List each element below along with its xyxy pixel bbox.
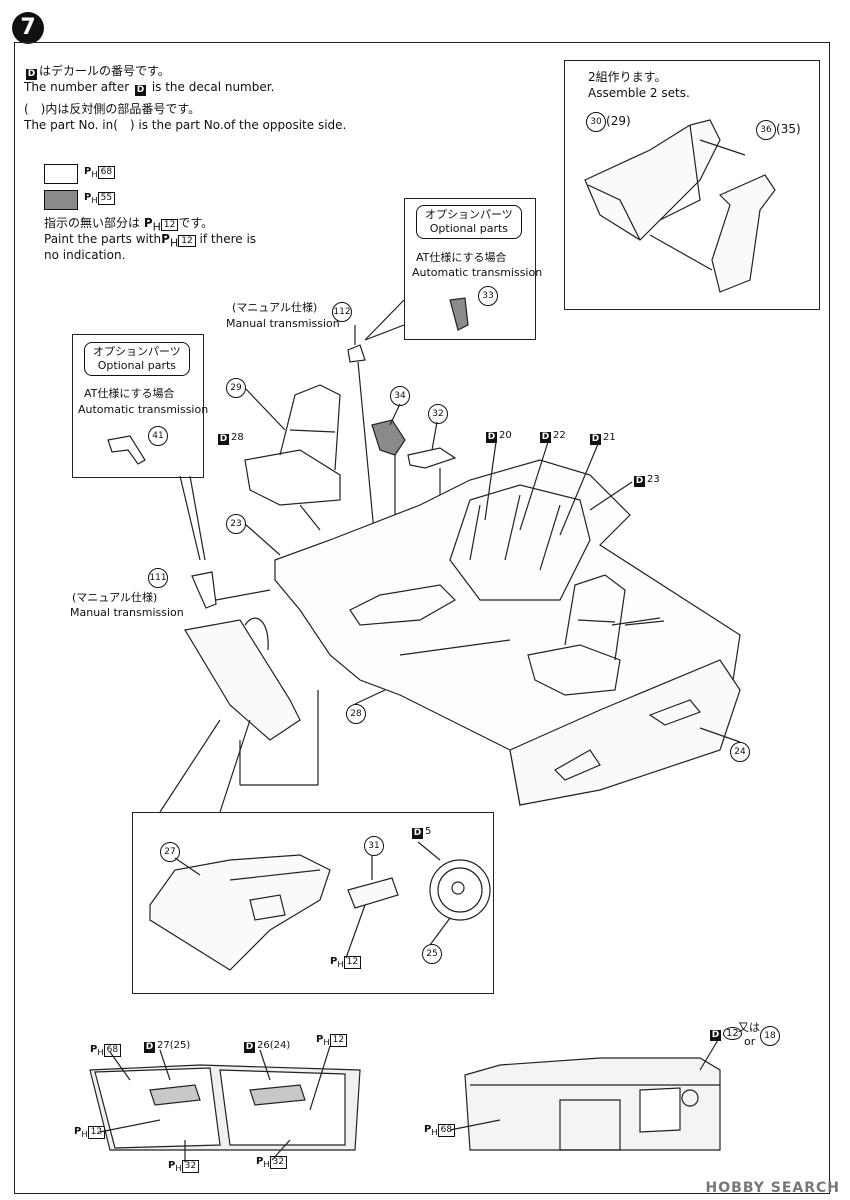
manual-top-en: Manual transmission <box>226 317 340 330</box>
dashboard-inset-box <box>132 812 494 994</box>
part-32-label: 32 <box>428 404 448 424</box>
gray-swatch <box>44 190 78 210</box>
part-111-label: 111 <box>148 568 168 588</box>
manual-left-en: Manual transmission <box>70 606 184 619</box>
indication-en-line2: no indication. <box>44 248 126 262</box>
manual-top-jp: (マニュアル仕様) <box>232 301 318 314</box>
part-27-label: 27 <box>160 842 180 862</box>
part-41-label: 41 <box>148 426 168 446</box>
option-top-at-en: Automatic transmission <box>412 266 543 279</box>
option-top-at-jp: AT仕様にする場合 <box>416 251 507 264</box>
decal-note-en: The number after D is the decal number. <box>24 80 275 96</box>
step-number: 7 <box>12 12 44 44</box>
part-36-label: 36 <box>756 120 776 140</box>
or-en-label: or <box>744 1035 756 1048</box>
part-29-opp-label: (29) <box>606 114 631 128</box>
part-33-label: 33 <box>478 286 498 306</box>
part-30-main-label: 30 <box>654 612 674 632</box>
part-35-opp-label: (35) <box>776 122 801 136</box>
part-112-label: 112 <box>332 302 352 322</box>
white-swatch <box>44 164 78 184</box>
or-jp-label: 又は <box>738 1021 760 1034</box>
instruction-frame <box>14 42 830 1194</box>
part-25-label: 25 <box>422 944 442 964</box>
sets-en: Assemble 2 sets. <box>588 86 690 100</box>
part-23-label: 23 <box>226 514 246 534</box>
part-31-label: 31 <box>364 836 384 856</box>
part-24-label: 24 <box>730 742 750 762</box>
manual-left-jp: (マニュアル仕様) <box>72 591 158 604</box>
opposite-note-jp: ( )内は反対側の部品番号です。 <box>24 102 201 116</box>
sets-jp: 2組作ります。 <box>588 70 667 84</box>
option-left-at-jp: AT仕様にする場合 <box>84 387 175 400</box>
part-34-label: 34 <box>390 386 410 406</box>
watermark: HOBBY SEARCH <box>705 1180 840 1196</box>
part-18-label: 18 <box>760 1026 780 1046</box>
option-top-box <box>404 198 536 340</box>
part-29-label: 29 <box>226 378 246 398</box>
option-left-at-en: Automatic transmission <box>78 403 209 416</box>
part-30-label: 30 <box>586 112 606 132</box>
part-28-label: 28 <box>346 704 366 724</box>
opposite-note-en: The part No. in( ) is the part No.of the… <box>24 118 347 132</box>
